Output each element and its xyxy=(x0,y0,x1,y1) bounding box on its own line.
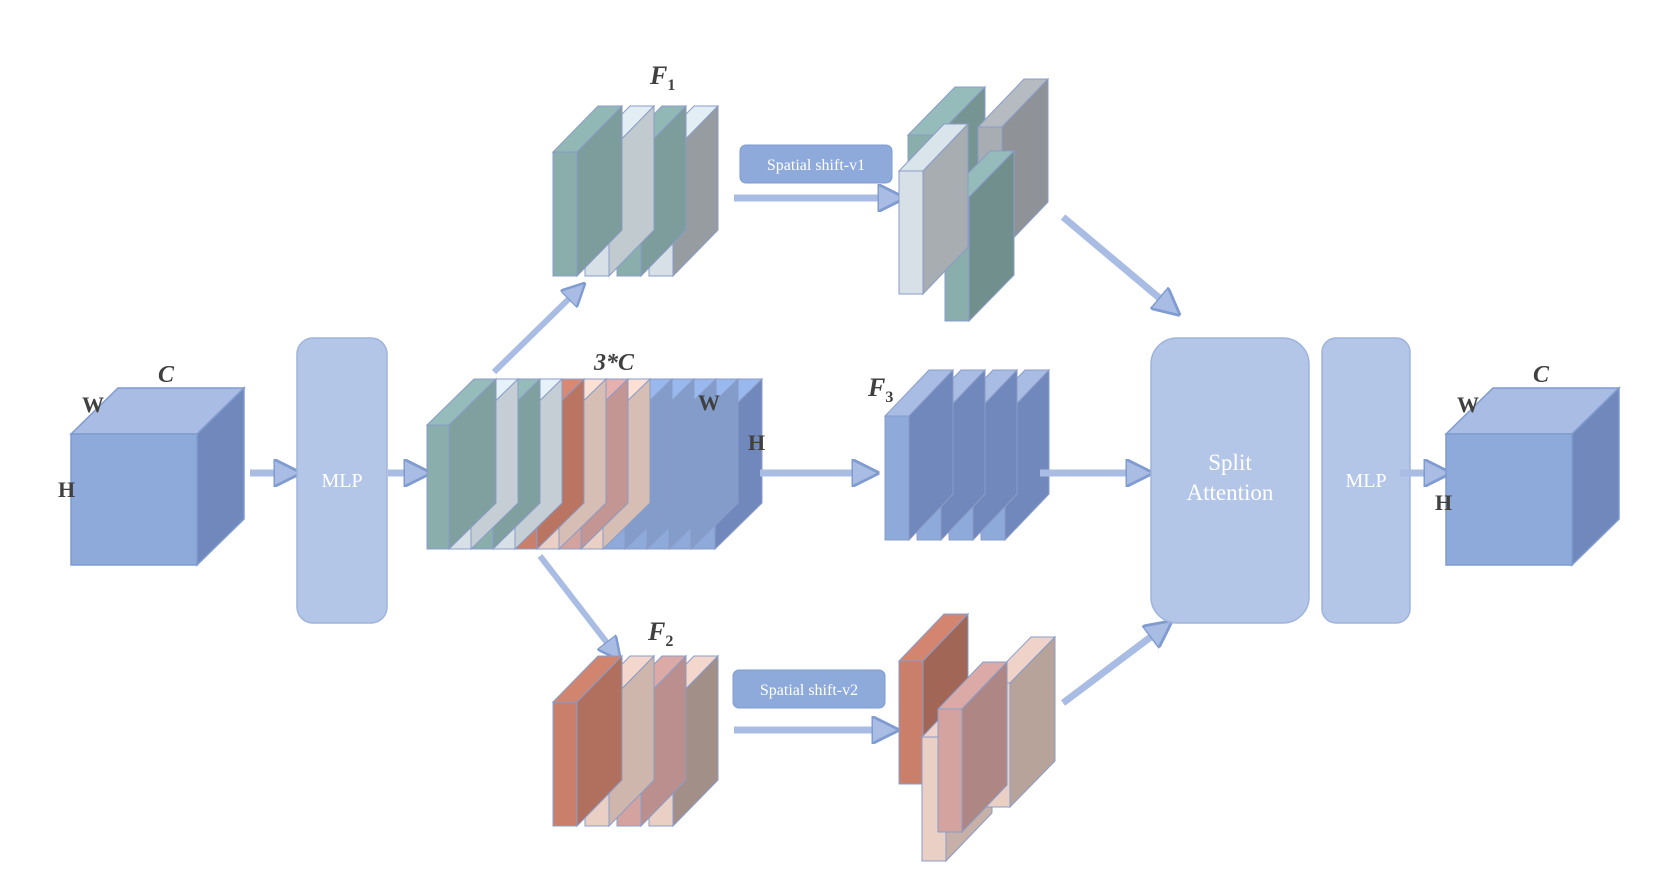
concat-stack xyxy=(425,377,764,551)
input-c-label: C xyxy=(158,362,175,388)
concat-c-label: 3*C xyxy=(593,350,635,376)
output-w-label: W xyxy=(1457,392,1479,417)
split-attention-panel xyxy=(1150,337,1310,624)
shifted-f1-stack xyxy=(897,77,1050,323)
shifted-f2-stack xyxy=(897,612,1057,863)
split-attention-line2: Attention xyxy=(1187,480,1274,505)
f2-label: F2 xyxy=(647,617,673,650)
shift-v2-label: Spatial shift-v2 xyxy=(760,682,858,699)
f1-subscript: 1 xyxy=(667,77,675,94)
shift-v2-pill xyxy=(732,669,886,709)
output-cube xyxy=(1444,386,1621,567)
sf1-slab-d-front xyxy=(898,170,924,295)
output-c-label: C xyxy=(1533,362,1550,388)
mlp-right-label: MLP xyxy=(1345,470,1386,492)
output-h-label: H xyxy=(1435,490,1452,515)
f2-stack xyxy=(551,654,720,828)
f1-label: F1 xyxy=(649,61,675,94)
f3-slab-0-front xyxy=(884,415,910,541)
concat-h-label: H xyxy=(748,430,765,455)
sf2-slab-d-front xyxy=(937,708,963,833)
mlp-left-panel xyxy=(296,337,388,624)
arrow-shifted-f1-to-split xyxy=(1060,214,1176,312)
f2-slab-0-front xyxy=(552,701,578,827)
concat-w-label: W xyxy=(698,390,720,415)
mlp-right-panel xyxy=(1321,337,1411,624)
arrow-shifted-f2-to-split xyxy=(1060,624,1168,706)
f1-slab-0-front xyxy=(552,151,578,277)
sf2-slab-a-front xyxy=(898,660,924,785)
arrow-concat-to-f1 xyxy=(491,286,582,375)
f1-stack xyxy=(551,104,720,278)
split-attention-line1: Split xyxy=(1208,450,1252,475)
f3-stack xyxy=(883,368,1051,542)
f2-subscript: 2 xyxy=(665,633,673,650)
concat-slab-0-front xyxy=(426,424,450,550)
f3-label: F3 xyxy=(867,373,893,406)
f3-subscript: 3 xyxy=(885,389,893,406)
mlp-left-label: MLP xyxy=(321,470,362,492)
shift-v1-pill xyxy=(739,144,893,184)
input-w-label: W xyxy=(82,392,104,417)
input-cube xyxy=(69,386,246,567)
shift-v1-label: Spatial shift-v1 xyxy=(767,157,865,174)
input-h-label: H xyxy=(58,477,75,502)
arrow-concat-to-f2 xyxy=(537,554,618,657)
